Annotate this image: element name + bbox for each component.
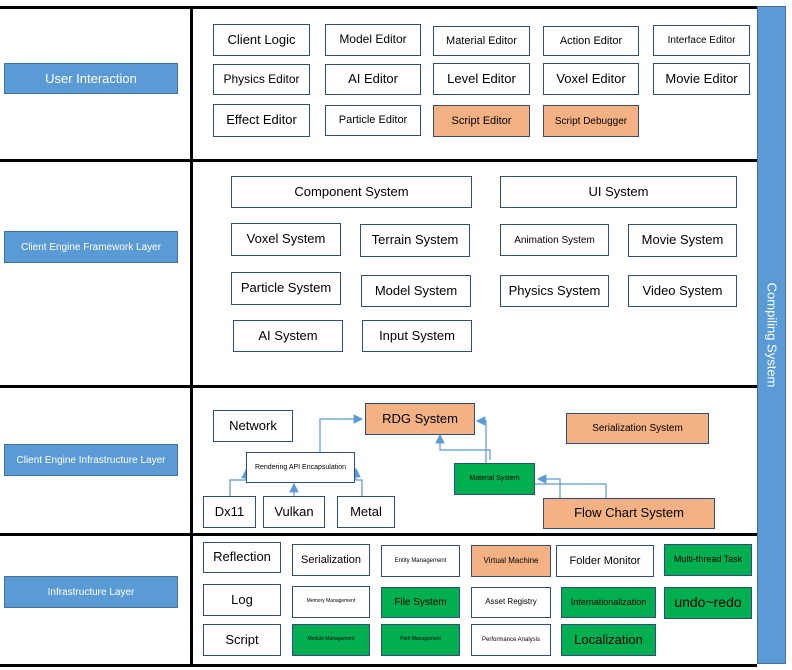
physics-editor-box: Physics Editor (213, 64, 310, 95)
memory-management-box: Memory Management (292, 586, 370, 618)
metal-box: Metal (337, 496, 395, 528)
script-box: Script (203, 624, 281, 656)
ai-system-box: AI System (233, 320, 343, 352)
layer-user-interaction: User Interaction (4, 63, 178, 94)
ai-editor-box: AI Editor (325, 64, 421, 95)
vulkan-box: Vulkan (263, 496, 325, 528)
serialization-box: Serialization (292, 544, 370, 576)
movie-editor-box: Movie Editor (653, 63, 750, 95)
voxel-system-box: Voxel System (231, 223, 341, 256)
voxel-editor-box: Voxel Editor (543, 63, 639, 95)
column-divider (190, 6, 193, 667)
material-system-box: Material System (454, 463, 535, 495)
ui-system-box: UI System (500, 176, 737, 208)
performance-analysis-box: Performance Analysis (471, 624, 551, 656)
rendering-api-box: Rendering API Encapsulation (246, 452, 355, 483)
rdg-system-box: RDG System (365, 403, 475, 435)
flow-chart-system-box: Flow Chart System (543, 498, 715, 529)
script-editor-box: Script Editor (433, 105, 530, 137)
component-system-box: Component System (231, 176, 472, 208)
compiling-system-bar: Compiling System (757, 6, 786, 664)
effect-editor-box: Effect Editor (213, 104, 310, 137)
terrain-system-box: Terrain System (360, 224, 470, 257)
entity-management-box: Entity Management (381, 545, 460, 577)
action-editor-box: Action Editor (543, 26, 639, 56)
movie-system-box: Movie System (628, 224, 737, 257)
physics-system-box: Physics System (500, 275, 609, 307)
divider-3 (0, 533, 757, 536)
asset-registry-box: Asset Registry (471, 587, 551, 618)
client-logic-box: Client Logic (213, 24, 310, 56)
virtual-machine-box: Virtual Machine (471, 545, 551, 577)
layer-client-engine-framework: Client Engine Framework Layer (4, 231, 178, 263)
bottom-border (0, 664, 757, 667)
model-editor-box: Model Editor (325, 24, 421, 56)
dx11-box: Dx11 (203, 496, 256, 528)
model-system-box: Model System (361, 275, 471, 307)
particle-editor-box: Particle Editor (325, 105, 421, 136)
serialization-system-box: Serialization System (566, 413, 709, 444)
internationalization-box: Internationalization (561, 587, 656, 618)
layer-client-engine-infrastructure: Client Engine Infrastructure Layer (4, 444, 178, 476)
undo-redo-box: undo~redo (664, 587, 752, 619)
divider-2 (0, 385, 757, 388)
layer-infrastructure: Infrastructure Layer (4, 576, 178, 608)
network-box: Network (213, 410, 293, 442)
path-management-box: Path Management (381, 624, 460, 656)
video-system-box: Video System (628, 275, 737, 307)
input-system-box: Input System (362, 320, 472, 352)
level-editor-box: Level Editor (433, 63, 530, 95)
animation-system-box: Animation System (500, 224, 609, 256)
multithread-task-box: Multi-thread Task (664, 544, 752, 576)
localization-box: Localization (561, 624, 656, 656)
module-management-box: Module Management (292, 624, 370, 656)
interface-editor-box: Interface Editor (653, 25, 750, 56)
log-box: Log (203, 584, 281, 616)
script-debugger-box: Script Debugger (543, 105, 639, 137)
file-system-box: File System (381, 587, 460, 618)
top-border (0, 6, 757, 9)
folder-monitor-box: Folder Monitor (556, 545, 654, 577)
divider-1 (0, 159, 757, 162)
reflection-box: Reflection (203, 542, 281, 573)
particle-system-box: Particle System (231, 272, 341, 305)
material-editor-box: Material Editor (433, 26, 530, 56)
